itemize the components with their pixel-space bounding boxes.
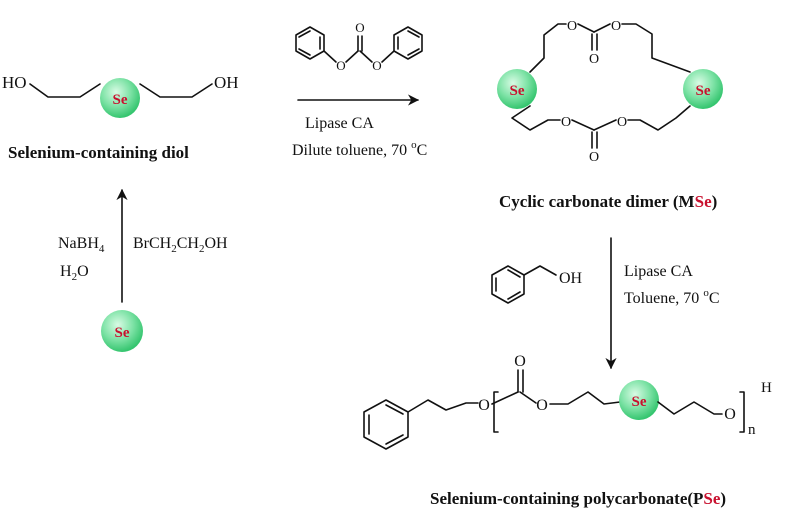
polymer-carbonyl-o: O [514, 353, 526, 370]
polymer-chain-left [549, 391, 621, 405]
se-label-diol: Se [113, 92, 128, 108]
repeat-bracket-left [493, 391, 499, 433]
polymer-benzene-ring [363, 399, 409, 450]
dimer-title: Cyclic carbonate dimer (MSe) [499, 192, 717, 211]
dimer-o-top-1: O [567, 19, 577, 34]
polymer-o-1: O [478, 397, 490, 414]
phenyl-ring-right [393, 26, 423, 60]
selenium-diol: HO Se OH Selenium-containing diol [2, 73, 239, 162]
se-label-start: Se [115, 325, 130, 341]
dimer-o-top-carbonyl: O [589, 52, 599, 67]
polymer-benzyl-chain [407, 399, 479, 413]
end-h: H [761, 380, 772, 396]
diol-title: Selenium-containing diol [8, 143, 189, 162]
dimer-top-left-chain [529, 23, 567, 73]
dimer-top-right-chain [621, 23, 691, 73]
diphenyl-carbonate: O O O [295, 20, 423, 73]
polycarbonate: O O O Se O n H Selenium-containing polyc… [363, 353, 772, 508]
polymer-o-3: O [724, 406, 736, 423]
dimer-o-top-2: O [611, 19, 621, 34]
se-ball-start [101, 310, 143, 352]
se-ball-diol [100, 78, 140, 118]
step-diol-to-dimer: O O O Lipase CA Dilute toluene, 70 oC [292, 20, 427, 159]
se-ball-dimer-right [683, 69, 723, 109]
se-ball-dimer-left [497, 69, 537, 109]
dimer-bottom-left-chain [511, 105, 561, 131]
benzyl-alcohol-ring [491, 265, 525, 304]
step-se-to-diol: Se NaBH4 H2O BrCH2CH2OH [58, 188, 228, 352]
step-dimer-to-polymer: OH Lipase CA Toluene, 70 oC [491, 237, 719, 370]
nabh4-label: NaBH4 [58, 235, 105, 255]
bromoethanol-label: BrCH2CH2OH [133, 235, 228, 255]
oh-right-label: OH [214, 73, 239, 92]
se-ball-polymer [619, 380, 659, 420]
h2o-label: H2O [60, 263, 89, 283]
carbonate-o-left: O [336, 58, 345, 73]
step2-reagent: Lipase CA [624, 263, 693, 280]
diol-left-chain [29, 83, 101, 98]
step2-conditions: Toluene, 70 oC [624, 287, 719, 307]
ho-left-label: HO [2, 73, 27, 92]
cyclic-dimer: Se Se O O O O O O Cyclic carbonate dimer… [497, 19, 723, 211]
se-label-polymer: Se [632, 394, 647, 410]
polymer-o-2: O [536, 397, 548, 414]
se-label-dimer-left: Se [510, 83, 525, 99]
step1-reagent: Lipase CA [305, 115, 374, 132]
repeat-bracket-right [739, 391, 745, 433]
dimer-o-bottom-carbonyl: O [589, 150, 599, 165]
benzyl-oh: OH [559, 270, 583, 287]
dimer-o-bottom-2: O [617, 115, 627, 130]
carbonate-o-top: O [355, 20, 364, 35]
repeat-n: n [748, 422, 756, 438]
benzyl-alcohol: OH [491, 265, 583, 304]
dimer-o-bottom-1: O [561, 115, 571, 130]
polymer-title: Selenium-containing polycarbonate(PSe) [430, 489, 726, 508]
polymer-chain-right [657, 401, 723, 415]
dimer-bottom-right-chain [627, 105, 691, 131]
se-label-dimer-right: Se [696, 83, 711, 99]
carbonate-o-right: O [372, 58, 381, 73]
step1-conditions: Dilute toluene, 70 oC [292, 139, 427, 159]
diol-right-chain [139, 83, 213, 98]
